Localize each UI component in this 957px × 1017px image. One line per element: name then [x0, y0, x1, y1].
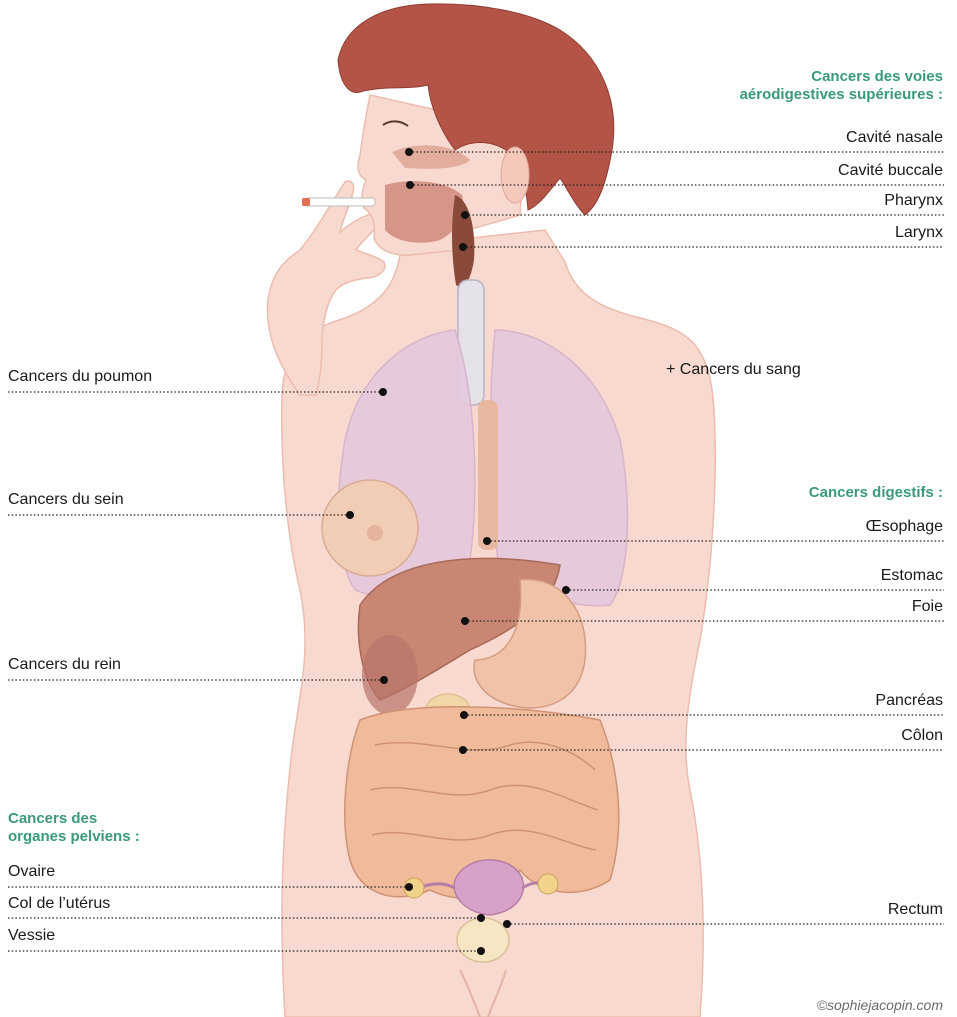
label-ovaire: Ovaire [8, 862, 55, 882]
heading-vads-line1: Cancers des voies [740, 68, 943, 86]
label-rectum: Rectum [888, 900, 943, 920]
label-pancreas: Pancréas [875, 691, 943, 711]
bladder [457, 918, 509, 962]
esophagus [478, 400, 498, 550]
heading-vads: Cancers des voies aérodigestives supérie… [740, 68, 943, 104]
label-cavite-buccale: Cavité buccale [838, 161, 943, 181]
label-larynx: Larynx [895, 223, 943, 243]
ovary-right [538, 874, 558, 894]
cigarette [305, 198, 375, 206]
label-colon: Côlon [901, 726, 943, 746]
label-col-uterus: Col de l’utérus [8, 894, 110, 914]
label-cancers-sang: + Cancers du sang [666, 360, 801, 380]
label-cancers-poumon: Cancers du poumon [8, 367, 152, 387]
label-vessie: Vessie [8, 926, 55, 946]
label-cancers-sein: Cancers du sein [8, 490, 124, 510]
heading-pelviens: Cancers des organes pelviens : [8, 810, 140, 846]
label-cancers-rein: Cancers du rein [8, 655, 121, 675]
heading-digestifs: Cancers digestifs : [809, 484, 943, 502]
heading-pelviens-line1: Cancers des [8, 810, 140, 828]
label-cavite-nasale: Cavité nasale [846, 128, 943, 148]
ear [501, 147, 529, 203]
copyright-credit: ©sophiejacopin.com [817, 997, 943, 1013]
heading-pelviens-line2: organes pelviens : [8, 828, 140, 846]
label-pharynx: Pharynx [884, 191, 943, 211]
heading-digestifs-title: Cancers digestifs : [809, 484, 943, 502]
label-foie: Foie [912, 597, 943, 617]
heading-vads-line2: aérodigestives supérieures : [740, 86, 943, 104]
label-oesophage: Œsophage [866, 517, 943, 537]
kidney [362, 635, 418, 715]
label-estomac: Estomac [881, 566, 943, 586]
